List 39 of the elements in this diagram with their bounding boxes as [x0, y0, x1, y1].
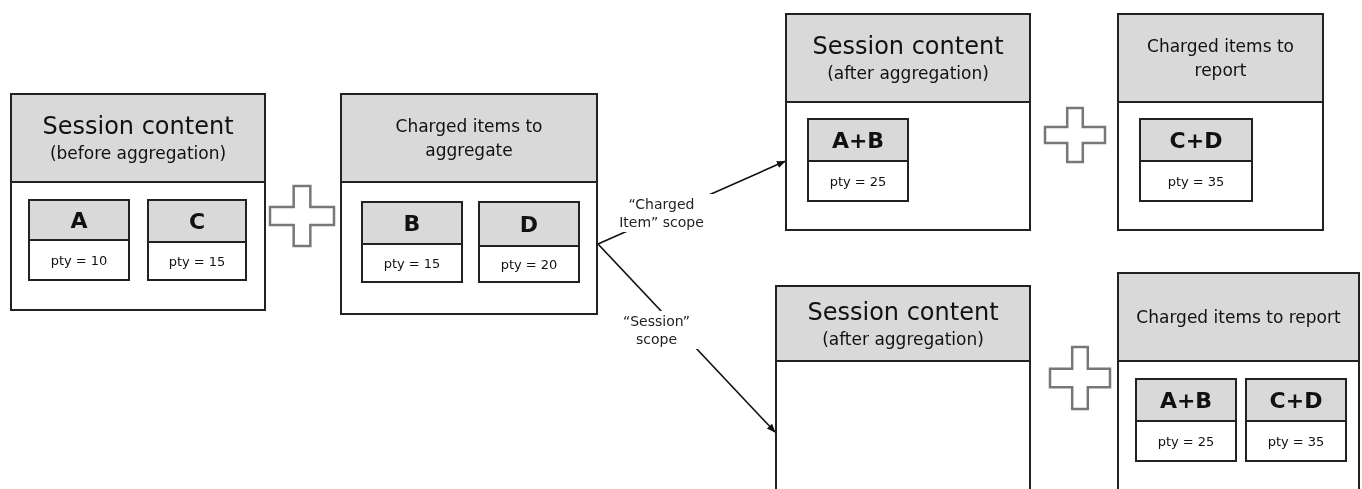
panel-subtitle: (before aggregation) — [49, 142, 227, 165]
panel-title: Session content — [42, 111, 234, 141]
item-card — [1245, 378, 1347, 462]
panel-box — [785, 13, 1031, 231]
quantity-text: pty = 35 — [1167, 173, 1225, 189]
panel-box — [775, 285, 1031, 489]
item-letter: A+B — [831, 127, 885, 153]
quantity-text: pty = 15 — [168, 253, 226, 269]
item-letter: C+D — [1269, 387, 1323, 413]
panel-subtitle: (after aggregation) — [827, 62, 989, 85]
panel-title: Charged items to report — [1135, 306, 1342, 329]
panel-box — [1117, 13, 1324, 231]
item-card — [478, 201, 580, 283]
quantity-text: pty = 25 — [829, 173, 887, 189]
quantity-text: pty = 10 — [50, 252, 108, 268]
item-card — [1135, 378, 1237, 462]
item-card — [361, 201, 463, 283]
item-letter: B — [403, 210, 421, 236]
item-letter: C — [188, 208, 206, 234]
panel-box — [10, 93, 266, 311]
item-card — [1139, 118, 1253, 202]
item-letter: A+B — [1159, 387, 1213, 413]
quantity-text: pty = 25 — [1157, 433, 1215, 449]
panel-title: Session content — [807, 296, 999, 327]
panel-title: Charged items to report — [1146, 35, 1295, 82]
quantity-text: pty = 15 — [383, 255, 441, 271]
quantity-text: pty = 35 — [1267, 433, 1325, 449]
item-card — [147, 199, 247, 281]
quantity-text: pty = 20 — [500, 256, 558, 272]
panel-box — [340, 93, 598, 315]
panel-title: Charged items to aggregate — [394, 115, 544, 162]
item-letter: A — [70, 207, 88, 233]
panel-title: Session content — [812, 31, 1004, 61]
item-letter: D — [519, 211, 539, 237]
panel-box — [1117, 272, 1360, 489]
item-card — [807, 118, 909, 202]
item-letter: C+D — [1169, 127, 1223, 153]
panel-subtitle: (after aggregation) — [822, 327, 984, 351]
item-card — [28, 199, 130, 281]
